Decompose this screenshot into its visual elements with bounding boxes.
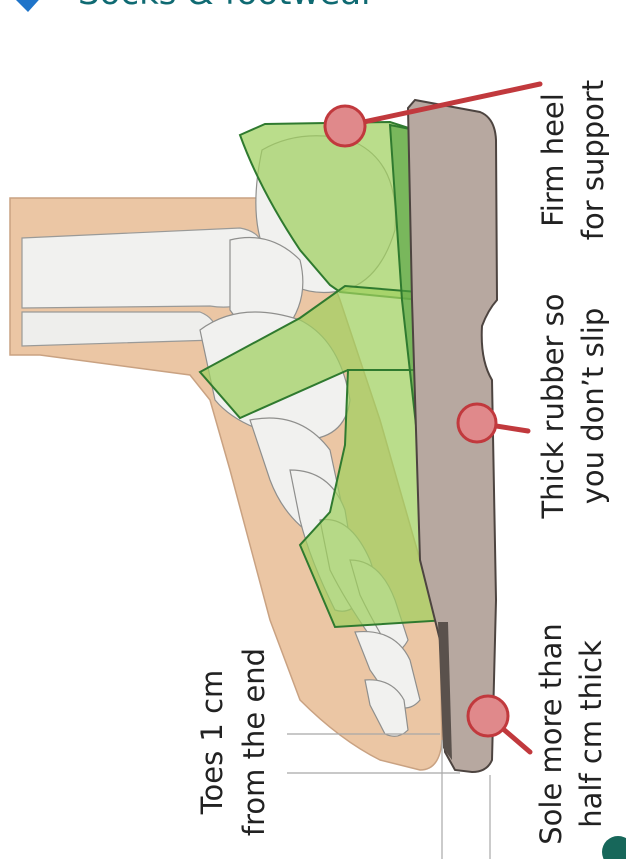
heel-label-line2: for support (576, 80, 610, 240)
toes-label-line1: Toes 1 cm (195, 670, 229, 816)
header: Socks & footwear (8, 0, 375, 13)
header-diamond-icon (8, 0, 46, 12)
rubber-label: Thick rubber so you don’t slip (536, 293, 610, 519)
rubber-label-line1: Thick rubber so (536, 293, 570, 519)
heel-label-line1: Firm heel (536, 93, 570, 227)
heel-label: Firm heel for support (536, 80, 610, 240)
sole-label-line1: Sole more than (534, 623, 568, 845)
corner-badge (602, 836, 626, 859)
toes-label-line2: from the end (237, 648, 271, 836)
toes-label: Toes 1 cm from the end (195, 648, 271, 836)
sole-label: Sole more than half cm thick (534, 623, 608, 845)
header-title: Socks & footwear (78, 0, 375, 13)
sole-label-line2: half cm thick (574, 640, 608, 828)
rubber-label-line2: you don’t slip (576, 308, 610, 504)
